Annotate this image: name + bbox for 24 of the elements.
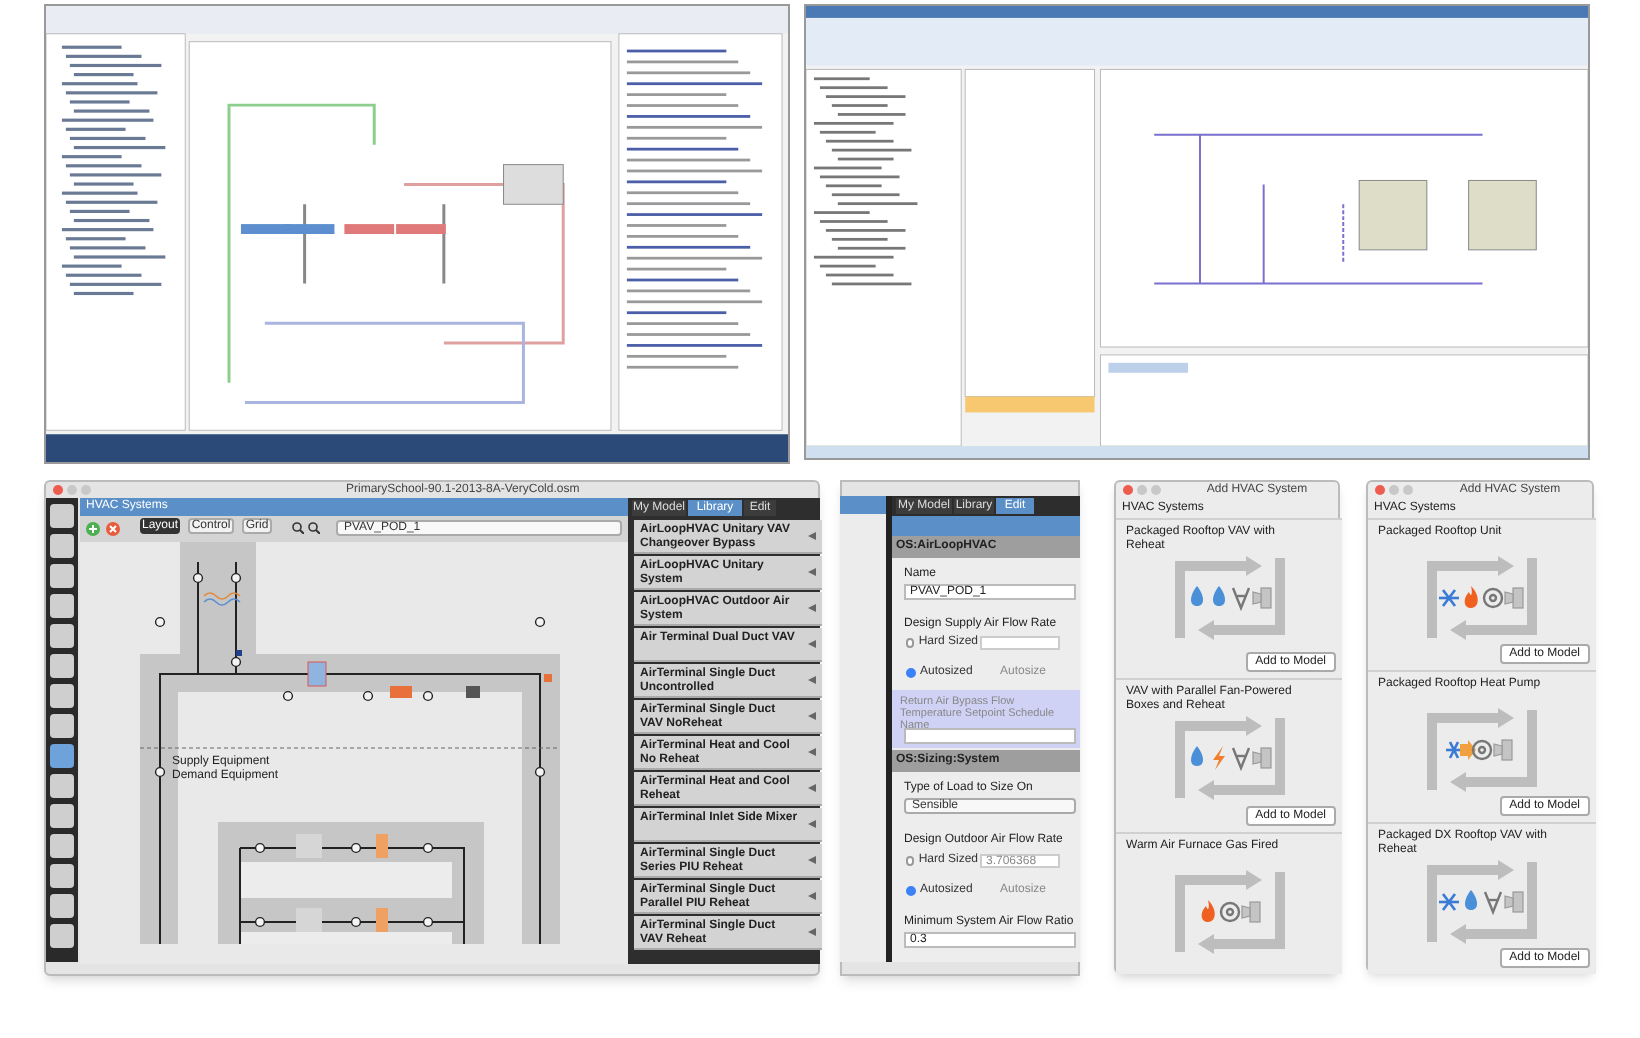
screenshot-placeholder: [804, 4, 1590, 460]
library-item: [634, 520, 822, 554]
library-item: [634, 808, 822, 842]
library-item: [634, 736, 822, 770]
library-item: [634, 700, 822, 734]
app-window: [44, 480, 820, 976]
screenshot-placeholder: [44, 4, 790, 464]
hvac-systems-panel: [80, 498, 628, 964]
library-item: [634, 772, 822, 806]
dialog-window: [1366, 480, 1594, 972]
library-item: [634, 844, 822, 878]
system-card: [1116, 518, 1342, 678]
library-item: [634, 916, 822, 950]
library-item: [634, 592, 822, 626]
library-item: [634, 628, 822, 662]
library-item: [634, 556, 822, 590]
dialog-window: [1114, 480, 1340, 974]
system-card: [1116, 832, 1342, 974]
library-item: [634, 664, 822, 698]
system-card: [1368, 670, 1596, 822]
system-card: [1368, 822, 1596, 974]
system-card: [1116, 678, 1342, 832]
library-item: [634, 880, 822, 914]
system-card: [1368, 518, 1596, 670]
